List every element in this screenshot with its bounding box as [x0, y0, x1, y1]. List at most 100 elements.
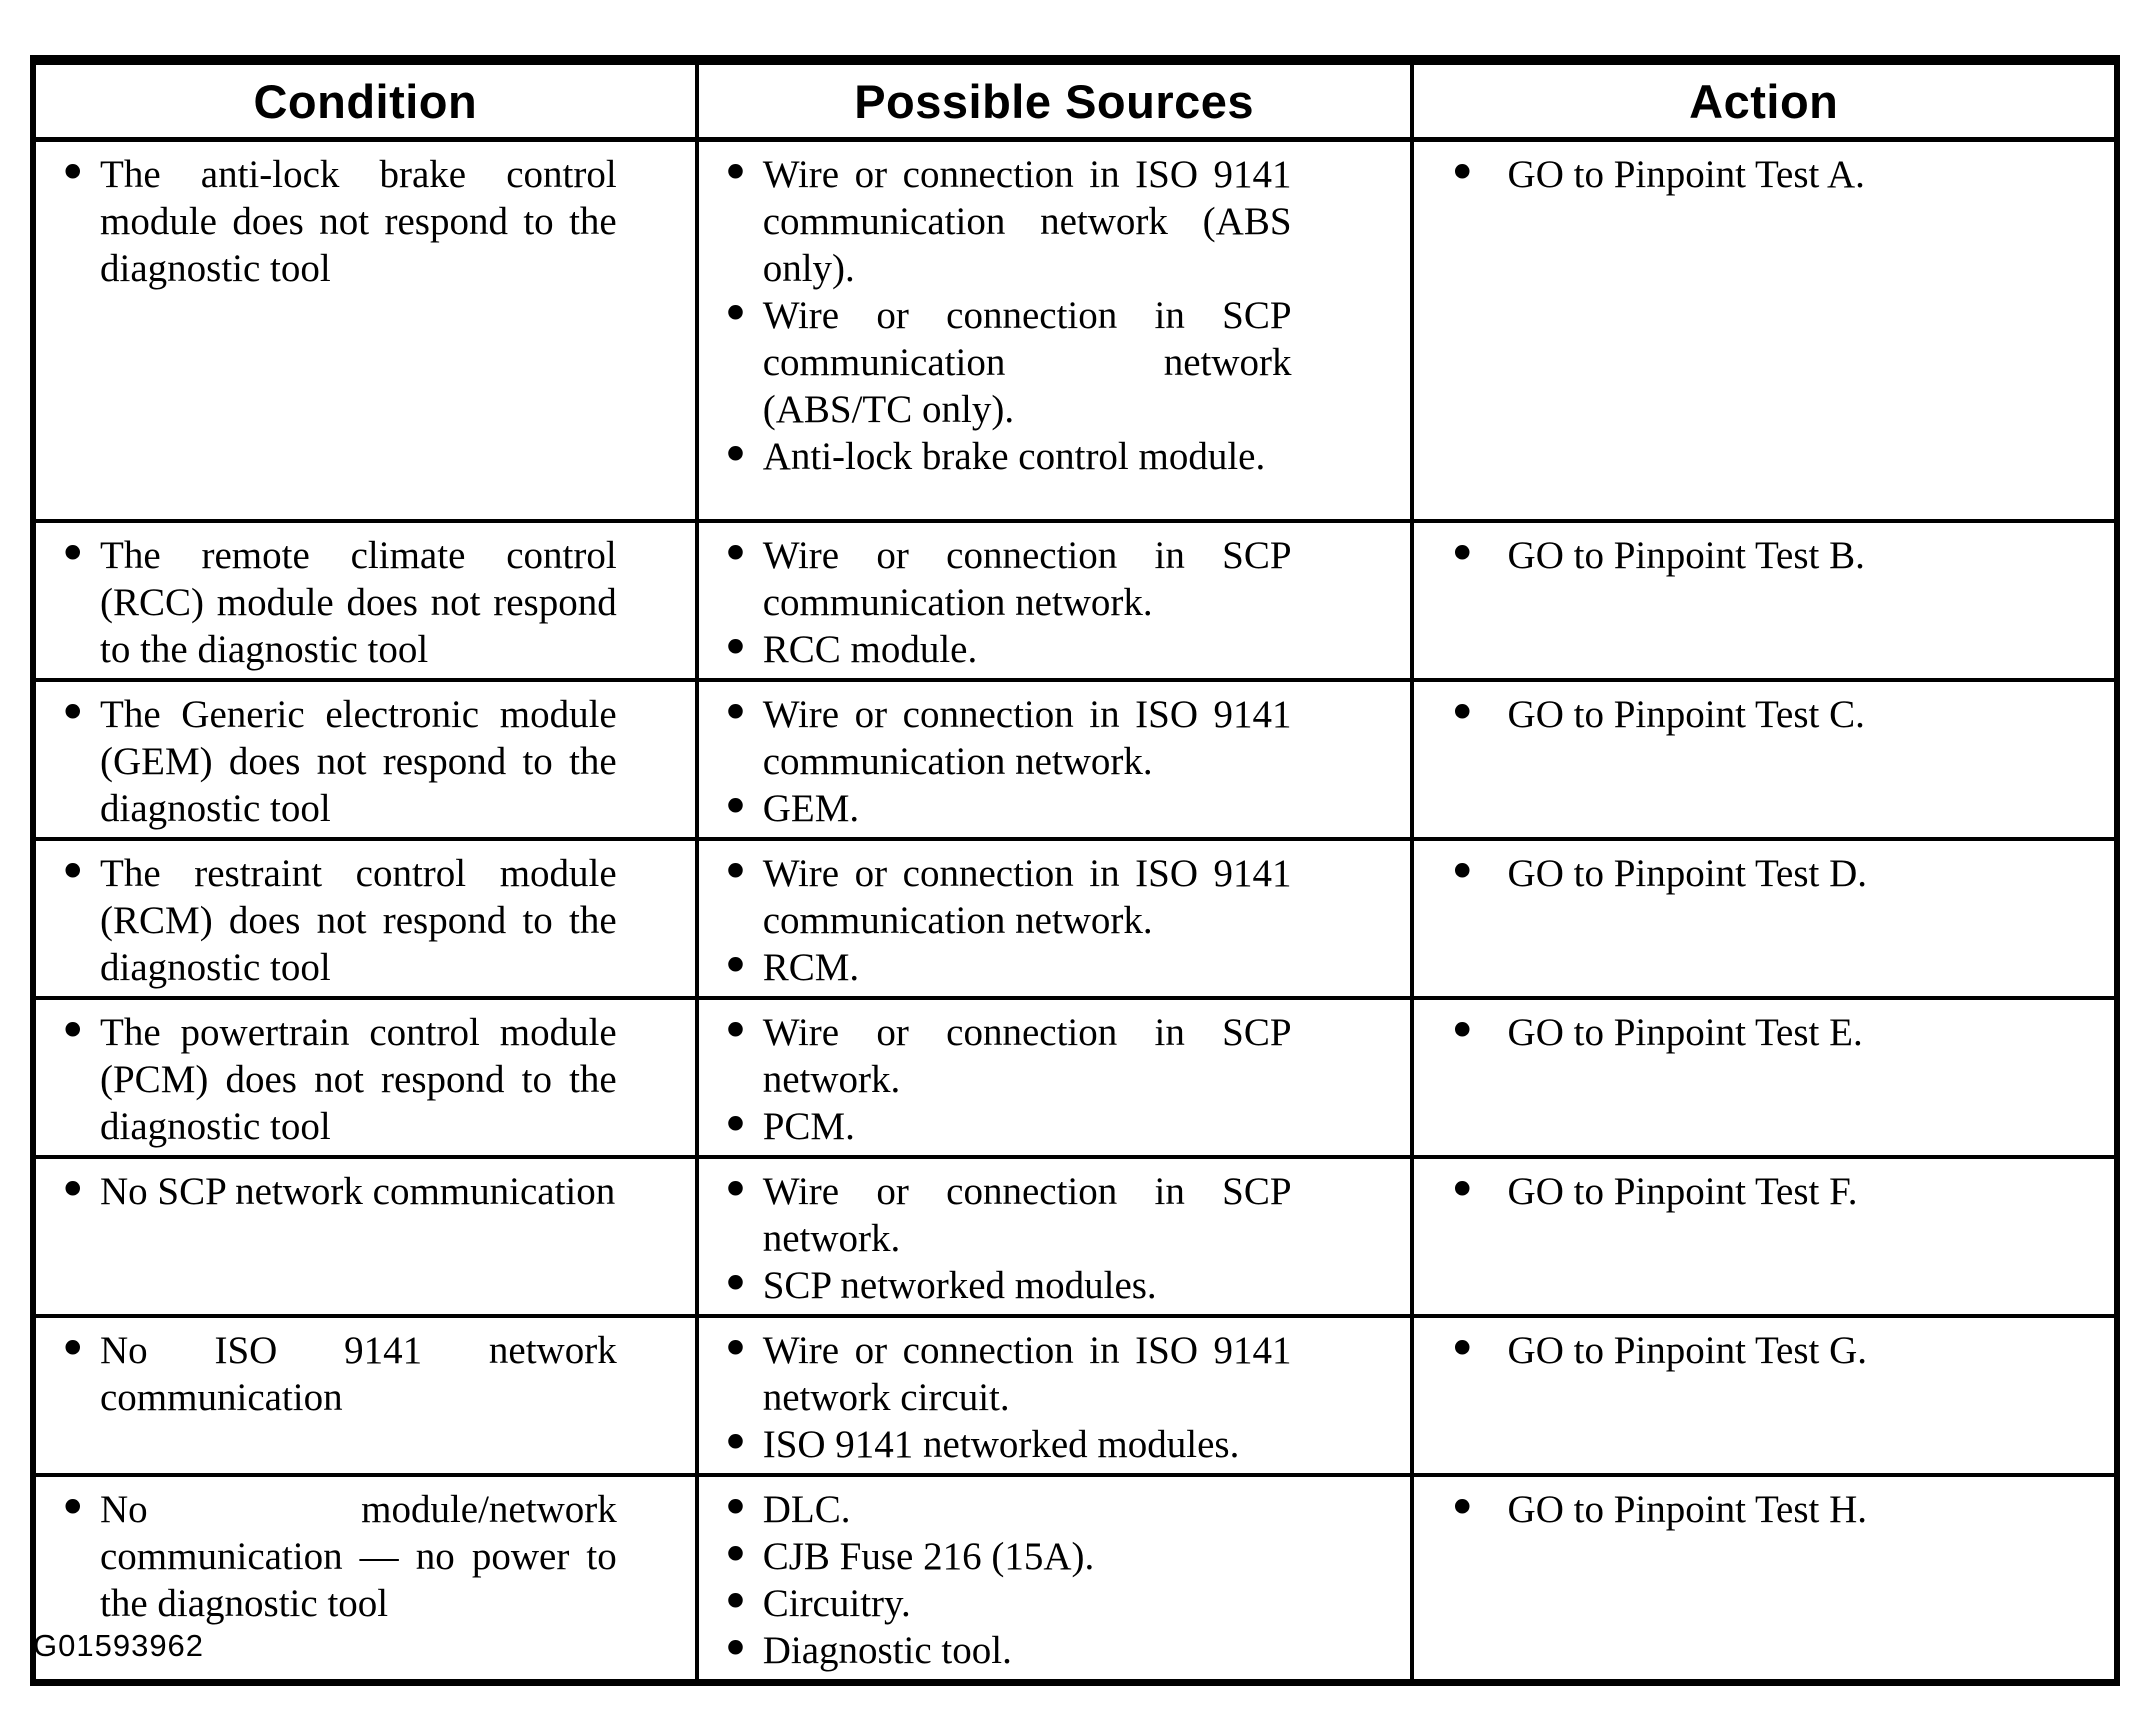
- bullet-item: •Wire or connection in SCP network.: [699, 1002, 1410, 1103]
- bullet-item: •The Generic electronic module (GEM) doe…: [36, 684, 695, 832]
- table-row: • The anti-lock brake control module does…: [36, 142, 2114, 519]
- bullet-icon: •: [1447, 525, 1478, 583]
- bullet-icon: •: [58, 1161, 88, 1219]
- bullet-item: •Wire or connection in SCP communication…: [699, 285, 1410, 433]
- bullet-item: •Circuitry.: [699, 1573, 1410, 1631]
- condition-list: •No ISO 9141 network communication: [36, 1320, 695, 1421]
- bullet-icon: •: [720, 1526, 751, 1584]
- bullet-icon: •: [720, 1479, 751, 1537]
- condition-list: •The restraint control module (RCM) does…: [36, 843, 695, 991]
- bullet-item: • GO to Pinpoint Test B.: [1414, 525, 2114, 583]
- bullet-item: •DLC.: [699, 1479, 1410, 1537]
- condition-cell: •No ISO 9141 network communication: [36, 1318, 695, 1473]
- cell-text: GO to Pinpoint Test H.: [1507, 1488, 1868, 1531]
- cell-text: GO to Pinpoint Test D.: [1507, 852, 1868, 895]
- bullet-item: •GO to Pinpoint Test H.: [1414, 1483, 2114, 1533]
- bullet-icon: •: [58, 843, 88, 901]
- condition-list: • No SCP network communication: [36, 1161, 695, 1219]
- action-list: • GO to Pinpoint Test A.: [1414, 144, 2114, 202]
- cell-text: GO to Pinpoint Test A.: [1507, 153, 1865, 196]
- action-cell: • GO to Pinpoint Test E.: [1409, 1000, 2114, 1155]
- sources-cell: •Wire or connection in ISO 9141 communic…: [694, 142, 1410, 519]
- cell-text: Wire or connection in SCP communication …: [762, 534, 1292, 624]
- sources-cell: •Wire or connection in SCP network.•PCM.: [694, 1000, 1410, 1155]
- condition-list: •The Generic electronic module (GEM) doe…: [36, 684, 695, 832]
- bullet-icon: •: [720, 1414, 751, 1472]
- bullet-item: •No module/network communication — no po…: [36, 1479, 695, 1627]
- condition-list: •No module/network communication — no po…: [36, 1479, 695, 1627]
- bullet-icon: •: [1447, 1161, 1478, 1219]
- sources-list: •Wire or connection in SCP network.• SCP …: [699, 1161, 1410, 1313]
- condition-cell: •The remote climate control (RCC) module…: [36, 523, 695, 678]
- bullet-item: •The remote climate control (RCC) module…: [36, 529, 695, 673]
- bullet-icon: •: [720, 1161, 751, 1219]
- bullet-item: •CJB Fuse 216 (15A).: [699, 1526, 1410, 1584]
- bullet-icon: •: [1447, 843, 1478, 901]
- bullet-item: • SCP networked modules.: [699, 1255, 1410, 1313]
- cell-text: RCM.: [762, 946, 860, 989]
- bullet-item: •GO to Pinpoint Test C.: [1414, 688, 2114, 738]
- action-list: • GO to Pinpoint Test E.: [1414, 1002, 2114, 1060]
- table-row: • No SCP network communication •Wire or c…: [36, 1155, 2114, 1314]
- bullet-item: •The powertrain control module (PCM) doe…: [36, 1002, 695, 1150]
- bullet-icon: •: [720, 619, 751, 677]
- bullet-icon: •: [720, 843, 751, 901]
- cell-text: The restraint control module (RCM) does …: [100, 852, 617, 989]
- bullet-item: •GO to Pinpoint Test G.: [1414, 1320, 2114, 1378]
- bullet-icon: •: [720, 1320, 751, 1378]
- action-cell: • GO to Pinpoint Test D.: [1409, 841, 2114, 996]
- cell-text: Wire or connection in ISO 9141 communica…: [762, 852, 1292, 942]
- action-list: •GO to Pinpoint Test C.: [1414, 688, 2114, 738]
- bullet-item: • GO to Pinpoint Test D.: [1414, 843, 2114, 901]
- condition-cell: •No module/network communication — no po…: [36, 1477, 695, 1679]
- cell-text: No ISO 9141 network communication: [100, 1329, 617, 1419]
- bullet-item: •Wire or connection in SCP network.: [699, 1161, 1410, 1262]
- bullet-icon: •: [1447, 1002, 1478, 1060]
- cell-text: The anti-lock brake control module does …: [100, 153, 617, 290]
- bullet-icon: •: [58, 684, 88, 742]
- bullet-item: •Anti-lock brake control module.: [699, 430, 1410, 480]
- table-row: •The restraint control module (RCM) does…: [36, 837, 2114, 996]
- cell-text: No module/network communication — no pow…: [100, 1488, 617, 1625]
- bullet-icon: •: [720, 285, 751, 343]
- bullet-icon: •: [58, 1479, 88, 1537]
- cell-text: Wire or connection in ISO 9141 communica…: [762, 153, 1292, 290]
- table-row: • The remote climate control (RCC) module…: [36, 519, 2114, 678]
- cell-text: No SCP network communication: [100, 1170, 616, 1213]
- cell-text: SCP networked modules.: [762, 1264, 1157, 1307]
- bullet-icon: •: [720, 1573, 751, 1631]
- condition-list: •The powertrain control module (PCM) doe…: [36, 1002, 695, 1150]
- cell-text: GEM.: [762, 787, 860, 830]
- sources-list: •Wire or connection in SCP network.•PCM.: [699, 1002, 1410, 1154]
- action-list: • GO to Pinpoint Test B.: [1414, 525, 2114, 583]
- bullet-icon: •: [720, 1255, 751, 1313]
- sources-cell: •Wire or connection in ISO 9141 communic…: [694, 682, 1410, 837]
- bullet-item: •Diagnostic tool.: [699, 1624, 1410, 1674]
- cell-text: Wire or connection in ISO 9141 network c…: [762, 1329, 1292, 1419]
- bullet-item: •Wire or connection in ISO 9141 communic…: [699, 843, 1410, 944]
- cell-text: GO to Pinpoint Test C.: [1507, 693, 1865, 736]
- cell-text: GO to Pinpoint Test E.: [1507, 1011, 1863, 1054]
- sources-list: •DLC.•CJB Fuse 216 (15A).•Circuitry.•Dia…: [699, 1479, 1410, 1674]
- action-list: •GO to Pinpoint Test F.: [1414, 1161, 2114, 1219]
- action-cell: • GO to Pinpoint Test A.: [1409, 142, 2114, 519]
- condition-list: •The anti-lock brake control module does…: [36, 148, 695, 292]
- action-cell: •GO to Pinpoint Test F.: [1409, 1159, 2114, 1314]
- bullet-icon: •: [1447, 1320, 1478, 1378]
- sources-cell: •Wire or connection in SCP network.• SCP …: [694, 1159, 1410, 1314]
- bullet-icon: •: [1447, 144, 1478, 202]
- condition-cell: • No SCP network communication: [36, 1159, 695, 1314]
- bullet-item: •GO to Pinpoint Test F.: [1414, 1161, 2114, 1219]
- bullet-icon: •: [58, 1002, 88, 1060]
- action-cell: •GO to Pinpoint Test C.: [1409, 682, 2114, 837]
- condition-cell: •The powertrain control module (PCM) doe…: [36, 1000, 695, 1155]
- bullet-icon: •: [720, 778, 751, 836]
- bullet-icon: •: [720, 1096, 751, 1154]
- diagnostic-table: Condition Possible Sources Action •The a…: [30, 55, 2120, 1686]
- cell-text: GO to Pinpoint Test B.: [1507, 534, 1865, 577]
- bullet-icon: •: [720, 1002, 751, 1060]
- cell-text: The remote climate control (RCC) module …: [100, 534, 617, 671]
- bullet-icon: •: [58, 1320, 88, 1378]
- sources-list: •Wire or connection in ISO 9141 communic…: [699, 843, 1410, 991]
